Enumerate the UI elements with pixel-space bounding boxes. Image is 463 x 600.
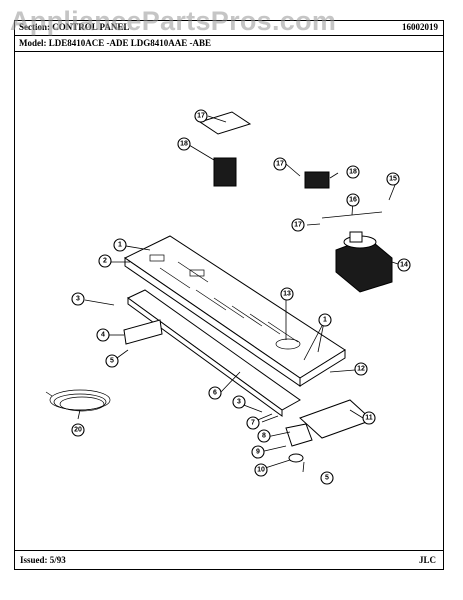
callout-label: 8: [262, 433, 266, 440]
callout-12: 12: [354, 362, 368, 376]
callout-15: 15: [386, 172, 400, 186]
callout-7: 7: [246, 416, 260, 430]
wire-harness-part: [45, 389, 111, 412]
issued-date: Issued: 5/93: [20, 555, 66, 565]
callout-4: 4: [96, 328, 110, 342]
model-header: Model: LDE8410ACE -ADE LDG8410AAE -ABE: [14, 36, 444, 52]
callout-17a: 17: [194, 109, 208, 123]
callout-label: 18: [349, 169, 357, 176]
footer: Issued: 5/93 JLC: [14, 550, 444, 570]
callout-label: 13: [283, 291, 291, 298]
callout-label: 3: [237, 399, 241, 406]
callout-label: 17: [197, 113, 205, 120]
section-header: Section: CONTROL PANEL 16002019: [14, 20, 444, 36]
callout-label: 5: [110, 358, 114, 365]
callout-label: 1: [323, 317, 327, 324]
callout-11: 11: [362, 411, 376, 425]
callout-6: 6: [208, 386, 222, 400]
footer-code: JLC: [418, 555, 436, 565]
callout-label: 4: [101, 332, 105, 339]
callout-14: 14: [397, 258, 411, 272]
callout-label: 17: [294, 222, 302, 229]
callout-label: 17: [276, 161, 284, 168]
control-panel-part: [124, 235, 346, 387]
callout-label: 7: [251, 420, 255, 427]
callout-1b: 1: [318, 313, 332, 327]
callout-17c: 17: [291, 218, 305, 232]
callout-label: 6: [213, 390, 217, 397]
part-number: 16002019: [402, 22, 438, 32]
section-title: Section: CONTROL PANEL: [19, 22, 130, 32]
switch-part: [198, 111, 330, 189]
callout-13: 13: [280, 287, 294, 301]
callout-label: 5: [325, 475, 329, 482]
callout-label: 16: [349, 197, 357, 204]
callout-label: 10: [257, 467, 265, 474]
callout-label: 1: [118, 242, 122, 249]
knob-part: [285, 399, 373, 463]
callout-8: 8: [257, 429, 271, 443]
callout-9: 9: [251, 445, 265, 459]
rear-panel-part: [127, 289, 301, 417]
callout-2: 2: [98, 254, 112, 268]
callout-label: 12: [357, 366, 365, 373]
model-title: Model: LDE8410ACE -ADE LDG8410AAE -ABE: [19, 38, 212, 48]
callout-1a: 1: [113, 238, 127, 252]
callout-3b: 3: [232, 395, 246, 409]
callout-17b: 17: [273, 157, 287, 171]
callout-label: 18: [180, 141, 188, 148]
callout-18b: 18: [346, 165, 360, 179]
callout-label: 2: [103, 258, 107, 265]
timer-part: [335, 231, 393, 293]
callout-label: 9: [256, 449, 260, 456]
callout-5b: 5: [320, 471, 334, 485]
callout-label: 20: [74, 427, 82, 434]
callout-10: 10: [254, 463, 268, 477]
callout-5a: 5: [105, 354, 119, 368]
callout-label: 11: [365, 415, 373, 422]
callout-label: 3: [76, 296, 80, 303]
callout-20: 20: [71, 423, 85, 437]
callout-label: 15: [389, 176, 397, 183]
callout-label: 14: [400, 262, 408, 269]
watermark: AppliancePartsPros.com: [10, 6, 337, 36]
diagram-frame: [14, 20, 444, 570]
bracket-part: [123, 319, 163, 345]
callout-16: 16: [346, 193, 360, 207]
callout-18a: 18: [177, 137, 191, 151]
callout-3a: 3: [71, 292, 85, 306]
